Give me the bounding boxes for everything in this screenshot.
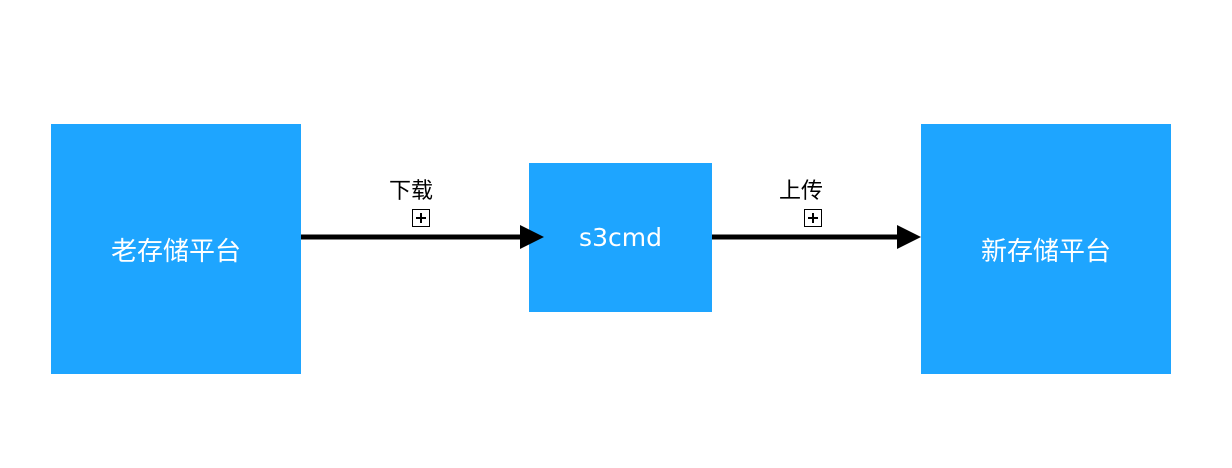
plus-box-icon[interactable] — [412, 209, 430, 227]
s3cmd-label: s3cmd — [579, 223, 662, 252]
old-storage-node: 老存储平台 — [51, 124, 301, 374]
old-storage-label: 老存储平台 — [110, 236, 241, 267]
plus-box-icon[interactable] — [804, 209, 822, 227]
new-storage-label: 新存储平台 — [980, 236, 1111, 267]
upload-arrowhead — [897, 225, 921, 249]
download-edge-label: 下载 — [389, 179, 434, 204]
s3cmd-node: s3cmd — [529, 163, 712, 312]
new-storage-node: 新存储平台 — [921, 124, 1171, 374]
download-arrowhead — [520, 225, 544, 249]
upload-edge-label: 上传 — [779, 179, 824, 204]
